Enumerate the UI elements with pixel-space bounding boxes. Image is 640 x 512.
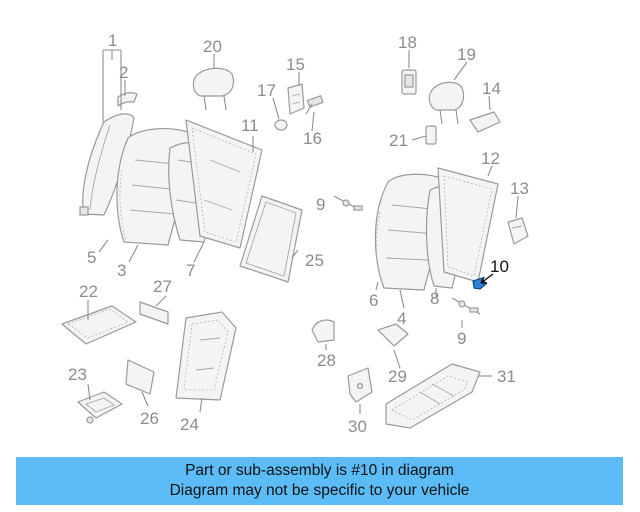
callout-24: 24: [180, 415, 199, 434]
callout-12: 12: [481, 149, 500, 168]
part-24-cushion-frame: [175, 311, 237, 401]
callout-5: 5: [87, 248, 96, 267]
part-11-rear-panel: [185, 119, 263, 249]
callout-4: 4: [397, 309, 406, 328]
callout-25: 25: [305, 251, 324, 270]
part-1-side-trim: [79, 113, 135, 216]
callout-2: 2: [119, 63, 128, 82]
callout-23: 23: [68, 365, 87, 384]
leader-lines: [87, 49, 519, 414]
callout-13: 13: [510, 179, 529, 198]
callout-14: 14: [482, 79, 501, 98]
callout-6: 6: [369, 291, 378, 310]
part-21-guide-bolt: [425, 125, 437, 145]
part-16-bolt: [305, 95, 324, 115]
part-12-rear-panel: [437, 167, 499, 283]
part-15-guide: [287, 83, 305, 115]
callout-10-highlighted[interactable]: 10: [490, 257, 509, 276]
callout-3: 3: [117, 261, 126, 280]
callout-9-lower: 9: [457, 329, 466, 348]
callout-numbers: 1 2 3 5 7 11 25 20 17 15 16 22 27 23 26 …: [68, 31, 529, 436]
part-27-cover-strip: [139, 301, 169, 325]
part-22-cushion-pad: [61, 305, 137, 345]
callout-26: 26: [140, 409, 159, 428]
callout-31: 31: [497, 367, 516, 386]
callout-27: 27: [153, 277, 172, 296]
part-9-screw-upper: [333, 195, 363, 211]
callout-1: 1: [108, 31, 117, 50]
callout-29: 29: [388, 367, 407, 386]
part-25-board: [239, 195, 303, 283]
part-14-bracket: [469, 111, 501, 133]
part-13-bracket: [507, 217, 529, 245]
callout-19: 19: [457, 45, 476, 64]
part-23-latch: [77, 391, 123, 424]
part-17-cap: [274, 119, 288, 131]
callout-15: 15: [286, 55, 305, 74]
caption-banner: Part or sub-assembly is #10 in diagram D…: [16, 457, 623, 505]
part-18-release-handle: [401, 69, 417, 95]
callout-16: 16: [303, 129, 322, 148]
part-28-cover: [311, 319, 335, 343]
callout-17: 17: [257, 81, 276, 100]
callout-30: 30: [348, 417, 367, 436]
caption-line-2: Diagram may not be specific to your vehi…: [169, 482, 470, 499]
callout-11: 11: [241, 116, 259, 135]
callout-18: 18: [398, 33, 417, 52]
callout-21: 21: [389, 131, 408, 150]
callout-20: 20: [203, 37, 222, 56]
callout-8: 8: [430, 289, 439, 308]
part-19-headrest: [428, 81, 465, 125]
caption-line-1: Part or sub-assembly is #10 in diagram: [185, 462, 454, 479]
callout-28: 28: [317, 351, 336, 370]
part-26-trim-piece: [125, 359, 155, 395]
part-29-trim: [377, 323, 409, 347]
part-20-headrest: [192, 67, 235, 111]
part-9-screw-lower: [451, 297, 481, 315]
callout-9-upper: 9: [316, 195, 325, 214]
part-30-hinge-bracket: [347, 367, 373, 403]
diagram-canvas: 1 2 3 5 7 11 25 20 17 15 16 22 27 23 26 …: [61, 31, 529, 436]
callout-7: 7: [186, 261, 195, 280]
callout-22: 22: [79, 282, 98, 301]
part-31-seat-cushion: [385, 363, 481, 429]
